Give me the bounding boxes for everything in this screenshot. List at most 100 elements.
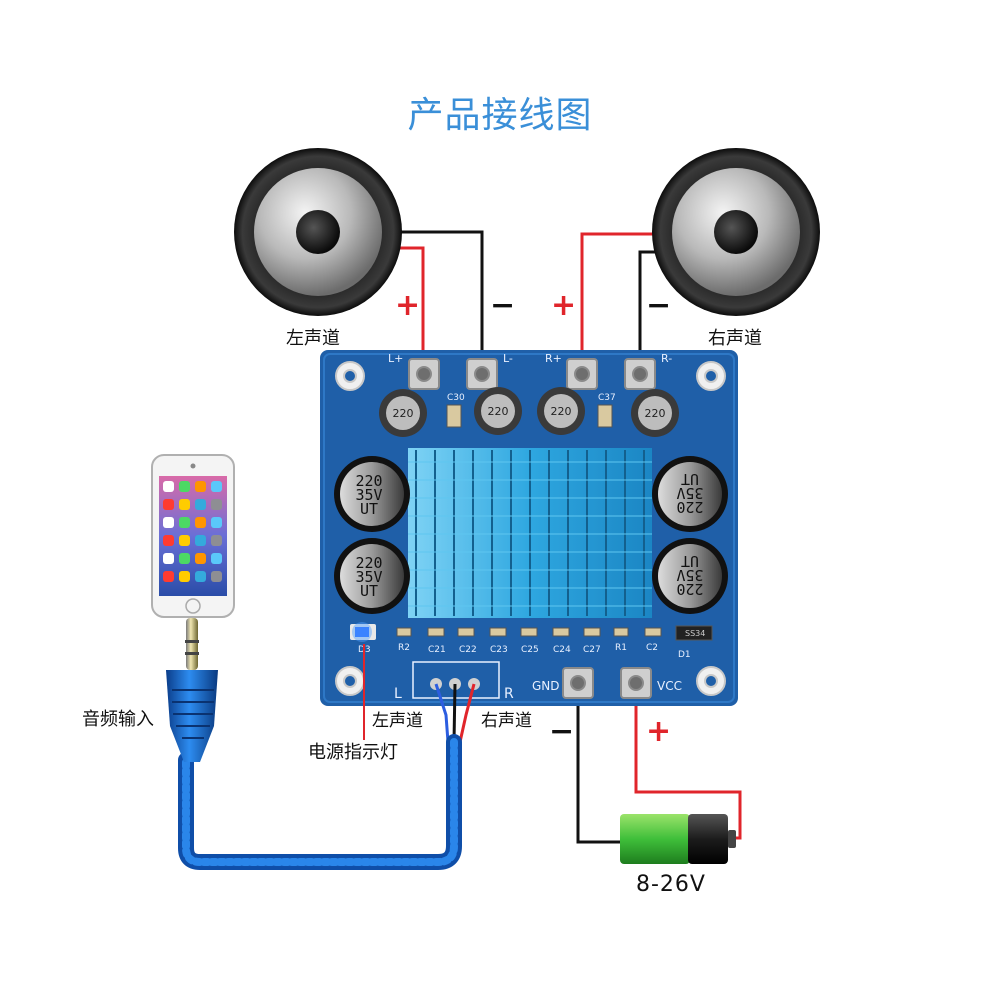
smartphone	[151, 454, 235, 618]
app-icon	[179, 517, 190, 528]
component-label: SS34	[685, 629, 705, 638]
left-negative-wire	[400, 230, 484, 372]
capacitor	[334, 538, 410, 614]
right-channel-label: 右声道	[708, 328, 762, 349]
inductors: 220 220 220 220	[379, 387, 679, 437]
app-icon	[195, 535, 206, 546]
capacitor-label: 35V	[355, 568, 382, 586]
app-icon	[211, 571, 222, 582]
capacitor-label: 35V	[676, 484, 703, 502]
electrolytic-capacitors: 220 35V UT 220 35V UT 220 35V UT 220 35V…	[334, 456, 728, 614]
component-label: D1	[678, 650, 691, 660]
input-label-l: L	[394, 686, 402, 702]
smd-row	[396, 625, 713, 641]
capacitor	[334, 456, 410, 532]
capacitor-label: UT	[360, 500, 378, 518]
vcc-label: VCC	[657, 679, 682, 693]
gnd-label: GND	[532, 679, 560, 693]
right-plus-sign: +	[551, 288, 577, 323]
input-left-wire	[434, 683, 450, 743]
mounting-holes	[335, 361, 726, 696]
audio-cable	[178, 734, 462, 870]
gnd-minus-sign: −	[549, 714, 575, 749]
input-right-wire	[458, 683, 476, 743]
app-icon	[195, 571, 206, 582]
audio-input-label: 音频输入	[82, 709, 154, 730]
app-icon	[211, 499, 222, 510]
app-icon	[195, 499, 206, 510]
input-wires	[363, 644, 476, 743]
terminal-labels: L+ L- R+ R-	[388, 352, 672, 365]
capacitor-label: 220	[355, 472, 382, 490]
component-label: C2	[646, 643, 658, 653]
right-minus-sign: −	[646, 288, 672, 323]
terminal-label: R-	[661, 352, 672, 365]
app-icon	[179, 481, 190, 492]
app-icon	[163, 571, 174, 582]
left-positive-wire	[400, 246, 425, 372]
voltage-label: 8-26V	[636, 872, 706, 897]
capacitor-label: 35V	[355, 486, 382, 504]
component-label: C27	[583, 645, 601, 655]
capacitor-label: UT	[681, 470, 699, 488]
app-icon	[211, 535, 222, 546]
app-icon	[195, 517, 206, 528]
capacitor	[652, 456, 728, 532]
power-terminals	[562, 667, 652, 699]
audio-jack	[166, 618, 218, 762]
input-left-channel-label: 左声道	[372, 711, 423, 731]
capacitor-label: 220	[676, 498, 703, 516]
terminal-label: L+	[388, 352, 403, 365]
terminal-label: L-	[503, 352, 513, 365]
capacitor-label: 220	[676, 580, 703, 598]
gnd-wire	[576, 700, 620, 844]
app-icon	[163, 517, 174, 528]
app-icon	[179, 553, 190, 564]
app-icon	[195, 553, 206, 564]
speaker-wires	[400, 230, 660, 372]
amplifier-board: L+ L- R+ R- 220 220 220 220 C30 C37	[320, 350, 738, 706]
component-label: R1	[615, 643, 627, 653]
capacitor-label: UT	[681, 552, 699, 570]
app-icon	[211, 517, 222, 528]
app-icon	[163, 535, 174, 546]
terminal-label: R+	[545, 352, 562, 365]
left-speaker	[234, 148, 402, 316]
inductor-label: 220	[551, 405, 572, 418]
app-icon	[211, 481, 222, 492]
component-label: C25	[521, 645, 539, 655]
component-label: C22	[459, 645, 477, 655]
app-icon	[211, 553, 222, 564]
component-label: C30	[447, 393, 465, 403]
inductor-label: 220	[488, 405, 509, 418]
right-negative-wire	[638, 250, 660, 372]
component-label: C37	[598, 393, 616, 403]
component-label: C24	[553, 645, 571, 655]
component-label: C21	[428, 645, 446, 655]
page-title: 产品接线图	[407, 95, 593, 136]
output-terminals	[408, 358, 656, 390]
app-icon	[163, 499, 174, 510]
app-icon	[163, 481, 174, 492]
left-channel-label: 左声道	[286, 328, 340, 349]
capacitor	[652, 538, 728, 614]
left-minus-sign: −	[490, 288, 516, 323]
input-label-r: R	[504, 686, 514, 702]
capacitor-label: 220	[355, 554, 382, 572]
inductor-label: 220	[645, 407, 666, 420]
right-positive-wire	[580, 232, 660, 372]
app-icon	[179, 499, 190, 510]
power-indicator-label: 电源指示灯	[308, 742, 398, 763]
app-icon	[195, 481, 206, 492]
app-icon	[179, 535, 190, 546]
component-label: R2	[398, 643, 410, 653]
input-right-channel-label: 右声道	[481, 711, 532, 731]
heatsink	[408, 448, 652, 618]
app-icon	[179, 571, 190, 582]
input-gnd-wire	[452, 683, 457, 743]
component-label: C23	[490, 645, 508, 655]
capacitor-label: 35V	[676, 566, 703, 584]
inductor-label: 220	[393, 407, 414, 420]
battery	[620, 814, 736, 864]
